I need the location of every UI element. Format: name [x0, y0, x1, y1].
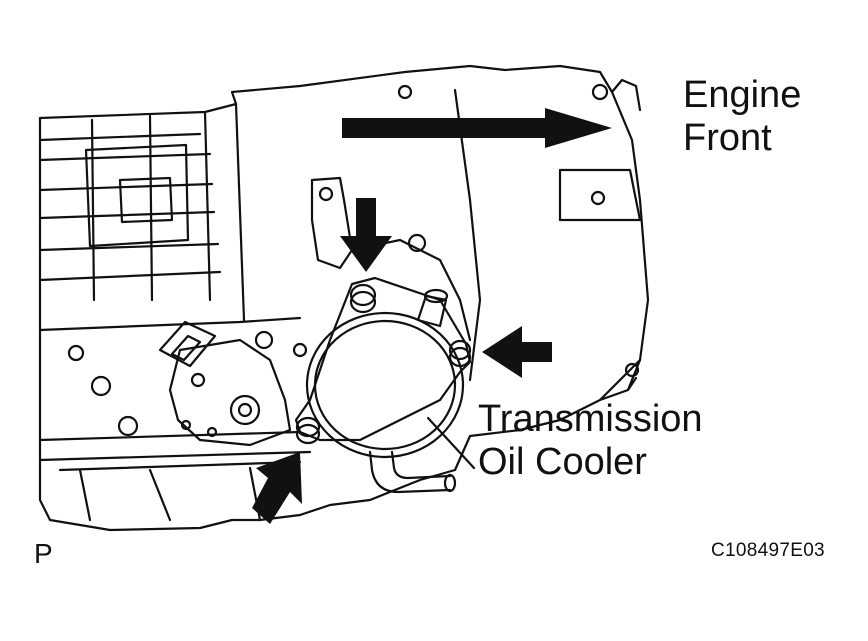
valve-bolt	[180, 419, 192, 431]
cooler-inlet-opening	[423, 288, 449, 304]
right-bolt-arrow	[482, 326, 552, 378]
bellhousing-hole	[624, 362, 640, 378]
mount-boss	[67, 344, 85, 362]
bracket-hole	[407, 233, 427, 253]
engine-front-direction-arrow	[342, 108, 612, 148]
bracket-hole	[318, 186, 334, 202]
cooler-bolt	[295, 416, 321, 445]
bellhousing-hole	[397, 84, 413, 100]
valve-body	[168, 338, 292, 447]
valve-bolt	[206, 426, 218, 438]
cooler-outlet-hose	[368, 450, 452, 494]
cooler-bolt	[349, 283, 377, 314]
oil-cooler-canister	[305, 311, 465, 459]
housing-panel	[84, 143, 190, 248]
view-marker-label: P	[34, 538, 53, 569]
connector	[170, 334, 202, 362]
lower-band	[38, 316, 312, 472]
bellhousing	[453, 88, 482, 382]
bellhousing-flange	[598, 78, 642, 402]
top-bolt-arrow	[340, 198, 392, 272]
bottom-bolt-arrow	[252, 452, 302, 524]
cooler-bolt	[448, 339, 472, 368]
leader-line	[426, 416, 476, 470]
mount-bracket	[310, 176, 354, 270]
bellhousing	[558, 168, 642, 222]
lower-band	[78, 466, 262, 522]
housing-panel	[118, 176, 174, 224]
mount-boss	[254, 330, 274, 350]
connector	[158, 320, 217, 368]
mount-boss	[190, 372, 206, 388]
mount-boss	[90, 375, 112, 397]
figure-code-label: C108497E03	[711, 540, 825, 561]
transmission-housing-outline	[38, 64, 650, 532]
cooler-outlet-opening	[443, 473, 457, 493]
bellhousing-hole	[591, 83, 609, 101]
valve-boss	[237, 402, 253, 418]
mount-boss	[292, 342, 308, 358]
engine-front-label: Engine Front	[683, 74, 802, 159]
housing-rib	[90, 102, 246, 322]
mount-boss	[117, 415, 139, 437]
transmission-oil-cooler-label: Transmission Oil Cooler	[478, 398, 703, 483]
oil-cooler-rim	[313, 319, 457, 451]
bellhousing-hole	[590, 190, 606, 206]
housing-rib	[38, 132, 222, 282]
valve-boss	[229, 394, 261, 426]
